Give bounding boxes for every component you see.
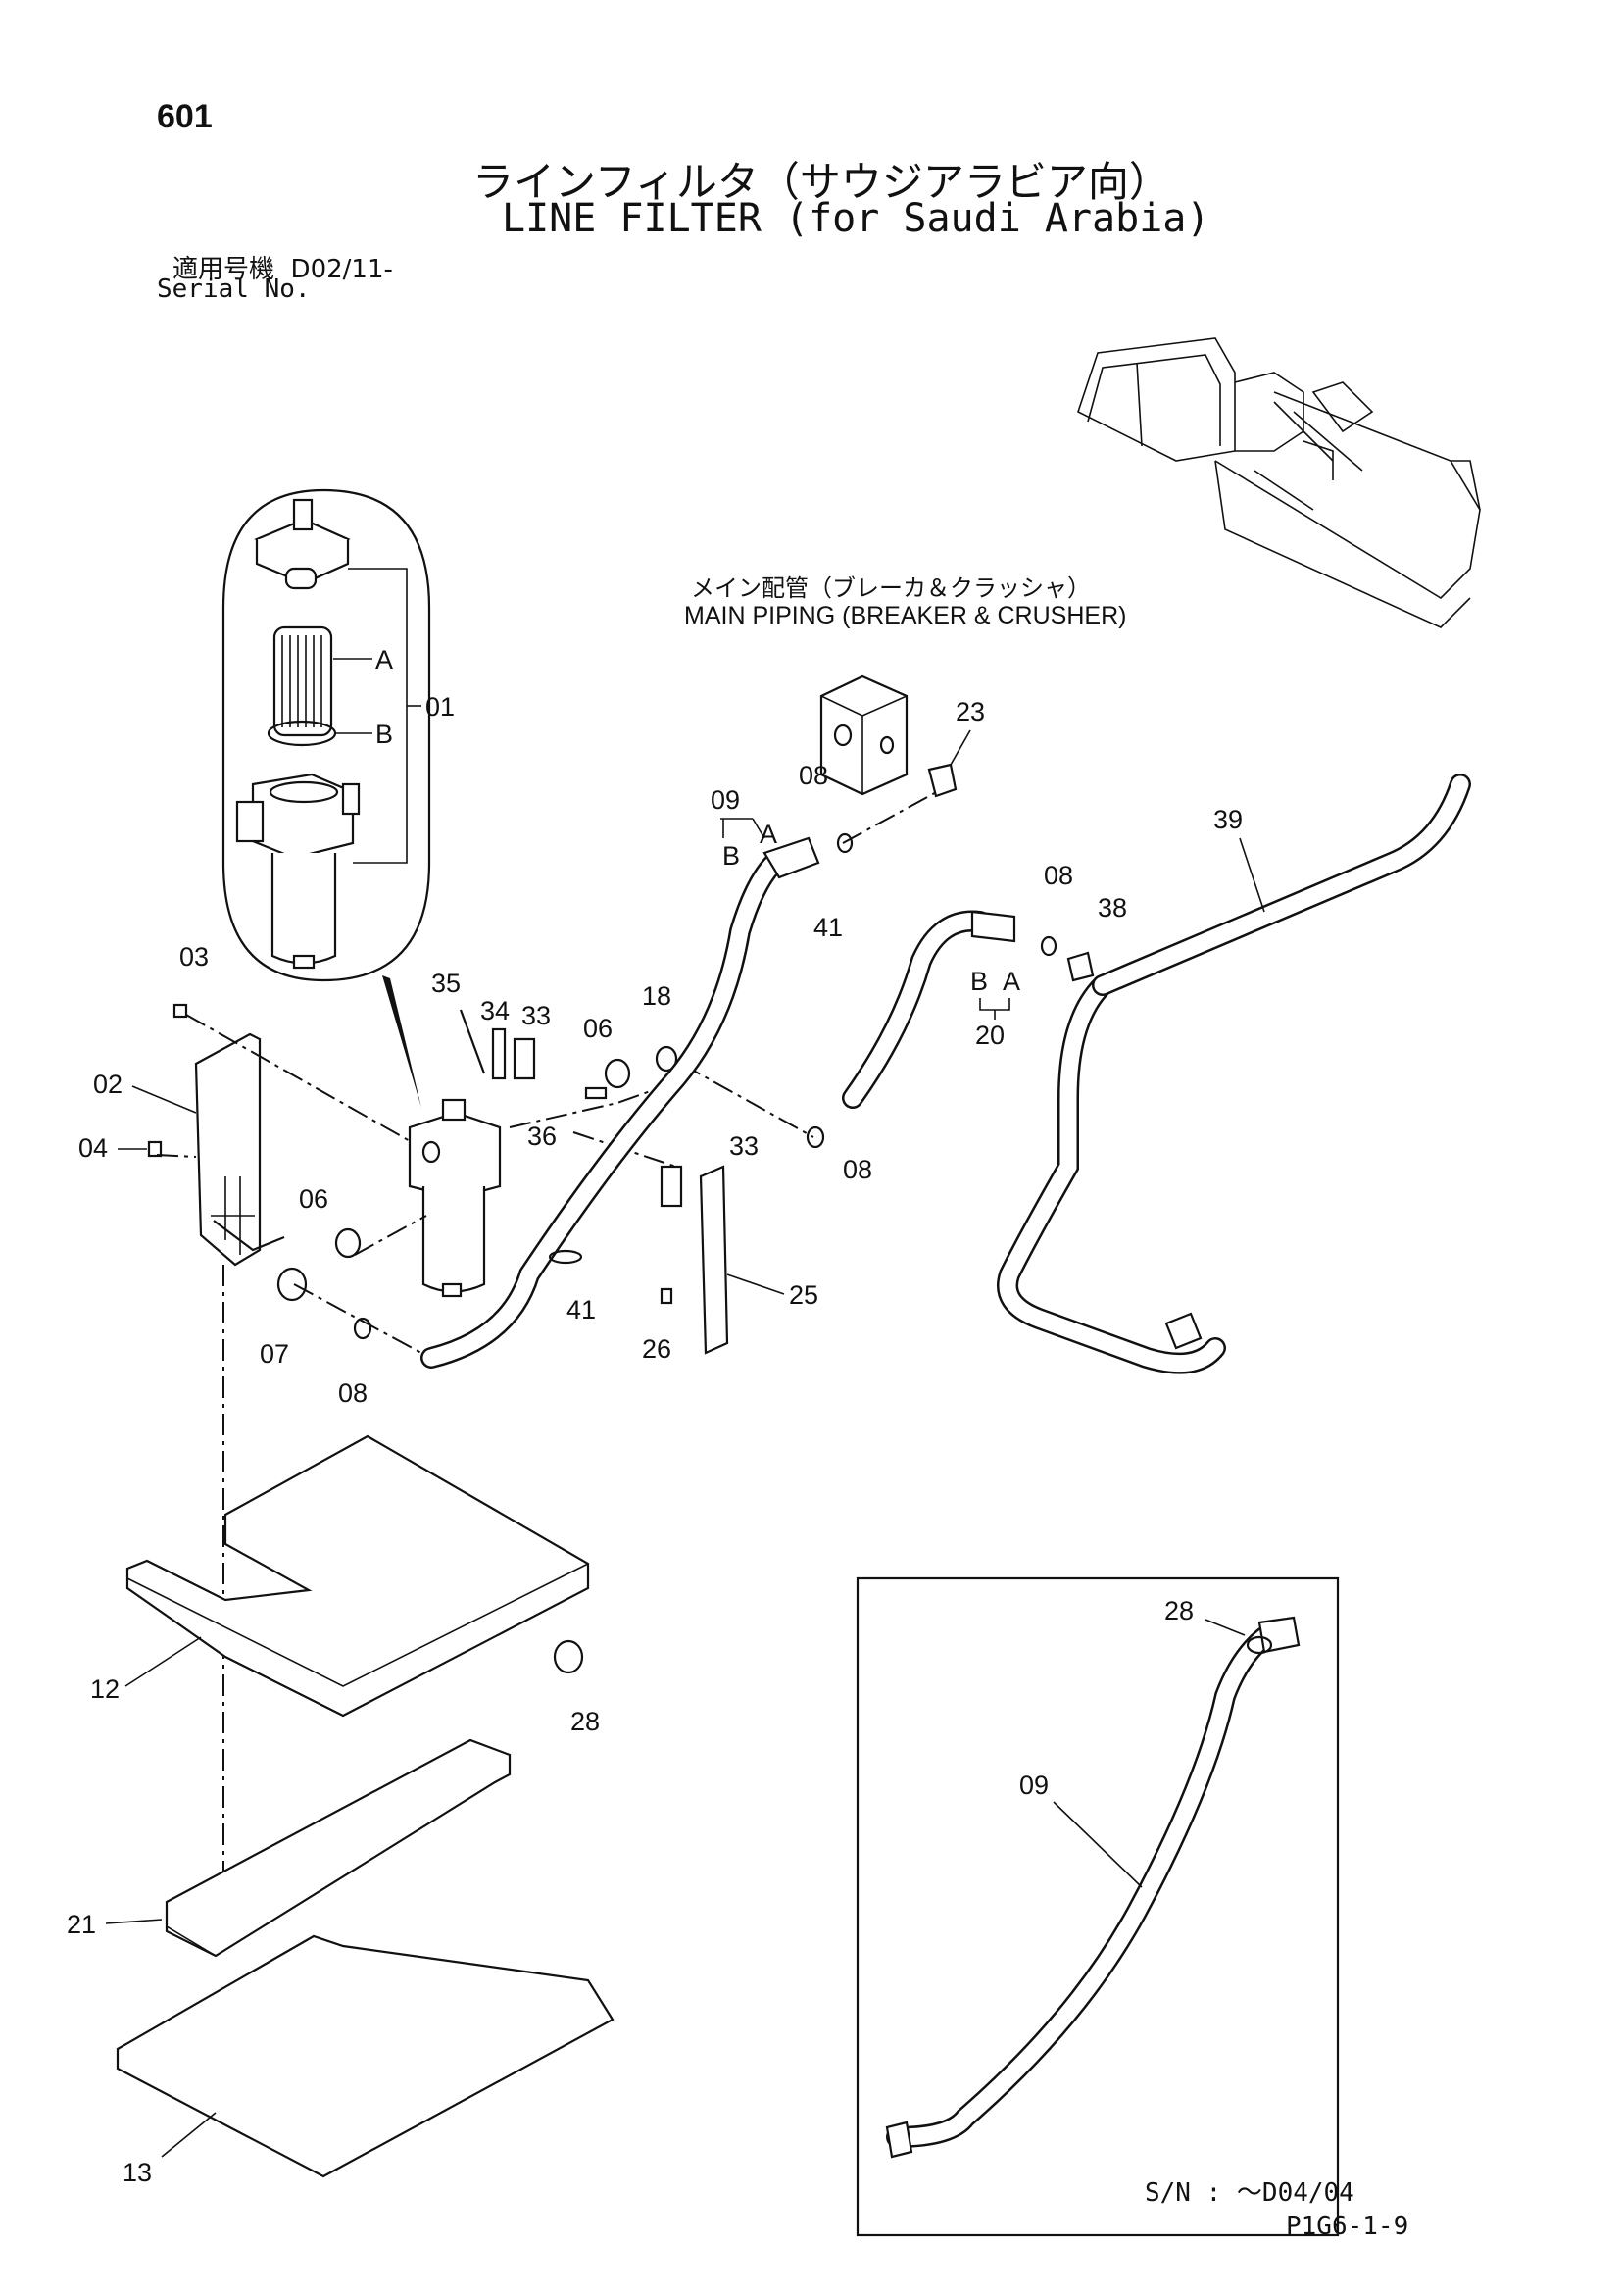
inset-serial-note: S/N : ～D04/04 xyxy=(1145,2178,1354,2208)
title-japanese: ラインフィルタ（サウジアラビア向） xyxy=(472,158,1170,206)
main-piping-block xyxy=(819,674,909,796)
callout-01-filter-assy: 01 xyxy=(425,692,455,722)
callout-B-oring: B xyxy=(375,720,393,749)
callout-33-top: 33 xyxy=(521,1001,551,1030)
bolt-03 xyxy=(172,1003,188,1019)
callout-A-element: A xyxy=(375,645,393,674)
callout-35: 35 xyxy=(431,969,461,998)
callout-20-A: A xyxy=(1003,967,1020,996)
page-number: 601 xyxy=(157,98,213,135)
align-line-1 xyxy=(185,1014,413,1143)
adapter-38 xyxy=(1066,951,1095,982)
hose-09 xyxy=(420,836,820,1369)
serial-label-jp-text: 適用号機 xyxy=(172,255,275,284)
align-line-4 xyxy=(354,1215,427,1256)
footer-drawing-code: P1G6-1-9 xyxy=(1286,2212,1409,2241)
callout-23: 23 xyxy=(956,697,985,726)
callout-09-inset: 09 xyxy=(1019,1771,1049,1800)
callout-12: 12 xyxy=(90,1674,120,1704)
bolt-26 xyxy=(660,1287,673,1305)
callout-08-right: 08 xyxy=(843,1155,872,1184)
adapter-18 xyxy=(655,1045,678,1073)
align-line-3 xyxy=(293,1283,422,1354)
serial-range: D02/11- xyxy=(290,255,393,284)
plate-34 xyxy=(491,1027,507,1080)
callout-09-B: B xyxy=(722,841,740,871)
callout-26: 26 xyxy=(642,1334,671,1364)
adapter-06-left xyxy=(334,1227,362,1259)
callout-28-main: 28 xyxy=(570,1707,600,1736)
callout-03: 03 xyxy=(179,942,209,972)
callout-20-B: B xyxy=(970,967,988,996)
callout-38: 38 xyxy=(1098,893,1127,923)
align-line-6 xyxy=(680,1063,814,1138)
plate-21 xyxy=(165,1738,512,1958)
title-english: LINE FILTER (for Saudi Arabia) xyxy=(502,196,1210,241)
align-line-2 xyxy=(156,1154,197,1158)
excavator-location-thumbnail xyxy=(1077,337,1481,628)
align-line-8 xyxy=(842,783,952,844)
plate-25 xyxy=(699,1165,729,1355)
pin-36 xyxy=(584,1086,608,1100)
serial-label-english: Serial No. xyxy=(157,275,311,304)
filter-exploded-inset: A B 01 xyxy=(221,488,455,982)
callout-02: 02 xyxy=(93,1070,123,1099)
inset-pointer xyxy=(382,975,421,1108)
adapter-06-right xyxy=(604,1058,631,1089)
callout-41-lower: 41 xyxy=(566,1295,596,1324)
callout-08-bottom: 08 xyxy=(338,1378,368,1408)
callout-41-upper: 41 xyxy=(813,913,843,942)
filter-assembly xyxy=(408,1098,502,1298)
callout-13: 13 xyxy=(123,2158,152,2187)
callout-06-right: 06 xyxy=(583,1014,613,1043)
serial-variant-inset xyxy=(856,1576,1340,2237)
main-piping-label-english: MAIN PIPING (BREAKER & CRUSHER) xyxy=(684,602,1127,629)
clip-28 xyxy=(553,1639,584,1674)
oring-08-left xyxy=(353,1317,372,1340)
callout-20: 20 xyxy=(975,1021,1005,1050)
bolt-04 xyxy=(147,1140,163,1158)
bolt-35 xyxy=(459,1009,486,1074)
plate-13 xyxy=(116,1934,615,2178)
callout-18: 18 xyxy=(642,981,671,1011)
oring-08-hose20 xyxy=(1040,935,1057,957)
cover-12 xyxy=(125,1434,590,1718)
callout-08-top: 08 xyxy=(799,761,828,790)
clip-41-lower xyxy=(548,1249,583,1265)
bracket-02 xyxy=(194,1032,285,1267)
serial-label-japanese: 適用号機 D02/11- xyxy=(172,249,393,285)
callout-06-left: 06 xyxy=(299,1184,328,1214)
callout-39: 39 xyxy=(1213,805,1243,834)
pipe-39 xyxy=(997,774,1471,1374)
oring-08-right xyxy=(806,1125,825,1149)
clamp-33-top xyxy=(513,1037,536,1080)
callout-09: 09 xyxy=(711,785,740,815)
callout-34: 34 xyxy=(480,996,510,1025)
callout-07: 07 xyxy=(260,1339,289,1369)
callout-08-hose20: 08 xyxy=(1044,861,1073,890)
callout-09-A: A xyxy=(760,820,777,849)
callout-28-inset: 28 xyxy=(1164,1596,1194,1625)
callout-25: 25 xyxy=(789,1280,818,1310)
hose-20 xyxy=(842,910,1016,1109)
callout-36: 36 xyxy=(527,1122,557,1151)
callout-21: 21 xyxy=(67,1910,96,1939)
callout-33-bottom: 33 xyxy=(729,1131,759,1161)
clamp-33-bottom xyxy=(660,1165,683,1208)
oring-08-top xyxy=(836,832,854,854)
elbow-07 xyxy=(276,1267,308,1302)
callout-04: 04 xyxy=(78,1133,108,1163)
main-piping-label-japanese: メイン配管（ブレーカ＆クラッシャ） xyxy=(691,574,1091,602)
elbow-23 xyxy=(927,763,958,798)
